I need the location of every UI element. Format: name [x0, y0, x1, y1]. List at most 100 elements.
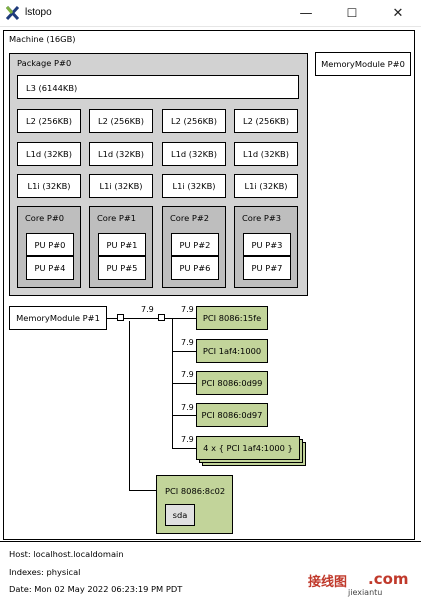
link-speed-label: 7.9 [141, 305, 154, 314]
core-box: Core P#2 PU P#2 PU P#6 [162, 206, 226, 288]
l2-cache: L2 (256KB) [17, 109, 81, 133]
l1d-cache-label: L1d (32KB) [98, 149, 144, 159]
window-title: lstopo [25, 7, 52, 18]
connector-line [129, 321, 130, 491]
disk-label: sda [172, 510, 188, 520]
pu-label: PU P#3 [251, 239, 283, 250]
link-speed-label: 7.9 [181, 338, 194, 347]
core-box: Core P#3 PU P#3 PU P#7 [234, 206, 298, 288]
pci-device-label: PCI 8086:0d99 [201, 378, 263, 388]
lstopo-app-icon [6, 6, 19, 20]
l1d-cache: L1d (32KB) [162, 142, 226, 166]
title-bar: lstopo — ☐ ✕ [0, 0, 421, 27]
connector-line [124, 318, 158, 319]
memory-module-0-label: MemoryModule P#0 [321, 59, 405, 69]
watermark-sub: jiexiantu [348, 588, 383, 597]
storage-controller-label: PCI 8086:8c02 [165, 486, 226, 496]
link-speed-label: 7.9 [181, 435, 194, 444]
pci-device: PCI 8086:15fe [196, 306, 268, 330]
pci-device-label: PCI 1af4:1000 [202, 346, 262, 356]
l1d-cache: L1d (32KB) [89, 142, 153, 166]
pci-device: PCI 1af4:1000 [196, 339, 268, 363]
pci-device: PCI 8086:0d99 [196, 371, 268, 395]
maximize-button[interactable]: ☐ [346, 6, 358, 20]
pu-box: PU P#7 [243, 256, 291, 280]
connector-line [172, 383, 196, 384]
watermark-text: 接线图 [308, 575, 348, 590]
l1d-cache-label: L1d (32KB) [26, 149, 72, 159]
link-speed-label: 7.9 [181, 370, 194, 379]
pu-box: PU P#2 [171, 233, 219, 256]
pu-box: PU P#4 [26, 256, 74, 280]
pu-label: PU P#5 [106, 263, 138, 273]
pu-box: PU P#5 [98, 256, 146, 280]
l2-cache: L2 (256KB) [234, 109, 298, 133]
connector-line [172, 448, 196, 449]
l2-cache-label: L2 (256KB) [171, 116, 217, 126]
watermark-domain: .com [368, 570, 409, 588]
l2-cache: L2 (256KB) [89, 109, 153, 133]
l1d-cache: L1d (32KB) [17, 142, 81, 166]
pu-label: PU P#4 [34, 263, 66, 273]
pci-device-label: PCI 8086:15fe [202, 313, 262, 323]
l1i-cache-label: L1i (32KB) [99, 181, 143, 191]
l1i-cache: L1i (32KB) [89, 174, 153, 198]
core-box: Core P#0 PU P#0 PU P#4 [17, 206, 81, 288]
pci-device: PCI 8086:0d97 [196, 403, 268, 427]
legend-divider [0, 541, 421, 542]
core-label: Core P#0 [25, 213, 65, 223]
watermark-logo: 接线图 .com jiexiantu [308, 569, 420, 599]
host-bridge-node [117, 314, 124, 321]
pu-label: PU P#7 [251, 263, 283, 273]
l1i-cache: L1i (32KB) [162, 174, 226, 198]
connector-line [172, 351, 196, 352]
machine-label: Machine (16GB) [9, 34, 76, 44]
pci-device-group: 4 x { PCI 1af4:1000 } [196, 436, 300, 460]
pci-bridge-node [158, 314, 165, 321]
l2-cache-label: L2 (256KB) [98, 116, 144, 126]
l1i-cache-label: L1i (32KB) [244, 181, 288, 191]
l1i-cache-label: L1i (32KB) [27, 181, 71, 191]
legend-indexes: Indexes: physical [9, 567, 81, 577]
l1i-cache: L1i (32KB) [234, 174, 298, 198]
core-label: Core P#2 [170, 213, 210, 223]
l2-cache: L2 (256KB) [162, 109, 226, 133]
minimize-button[interactable]: — [299, 6, 313, 21]
package-label: Package P#0 [17, 58, 72, 68]
link-speed-label: 7.9 [181, 305, 194, 314]
pu-label: PU P#0 [34, 239, 66, 250]
pu-box: PU P#0 [26, 233, 74, 256]
l1i-cache-label: L1i (32KB) [172, 181, 216, 191]
connector-line [107, 318, 117, 319]
pu-box: PU P#3 [243, 233, 291, 256]
close-button[interactable]: ✕ [392, 6, 404, 21]
pu-box: PU P#1 [98, 233, 146, 256]
l1i-cache: L1i (32KB) [17, 174, 81, 198]
pci-device-label: PCI 8086:0d97 [201, 410, 263, 420]
link-speed-label: 7.9 [181, 403, 194, 412]
l1d-cache: L1d (32KB) [234, 142, 298, 166]
disk-sda: sda [165, 504, 195, 526]
l1d-cache-label: L1d (32KB) [171, 149, 217, 159]
pu-label: PU P#6 [179, 263, 211, 273]
storage-controller: PCI 8086:8c02 sda [156, 475, 233, 534]
memory-module-0: MemoryModule P#0 [315, 52, 411, 76]
core-label: Core P#3 [242, 213, 282, 223]
pu-label: PU P#1 [106, 239, 138, 250]
pu-label: PU P#2 [179, 239, 211, 250]
pu-box: PU P#6 [171, 256, 219, 280]
connector-line [172, 415, 196, 416]
memory-module-1: MemoryModule P#1 [9, 306, 107, 330]
legend-host: Host: localhost.localdomain [9, 549, 124, 559]
l2-cache-label: L2 (256KB) [243, 116, 289, 126]
connector-line [129, 490, 156, 491]
core-box: Core P#1 PU P#1 PU P#5 [89, 206, 153, 288]
memory-module-1-label: MemoryModule P#1 [16, 313, 100, 323]
pci-device-group-label: 4 x { PCI 1af4:1000 } [203, 443, 293, 453]
l3-cache: L3 (6144KB) [17, 75, 299, 99]
l3-cache-label: L3 (6144KB) [26, 83, 78, 93]
l2-cache-label: L2 (256KB) [26, 116, 72, 126]
core-label: Core P#1 [97, 213, 137, 223]
legend-date: Date: Mon 02 May 2022 06:23:19 PM PDT [9, 584, 183, 594]
connector-line [165, 318, 196, 319]
